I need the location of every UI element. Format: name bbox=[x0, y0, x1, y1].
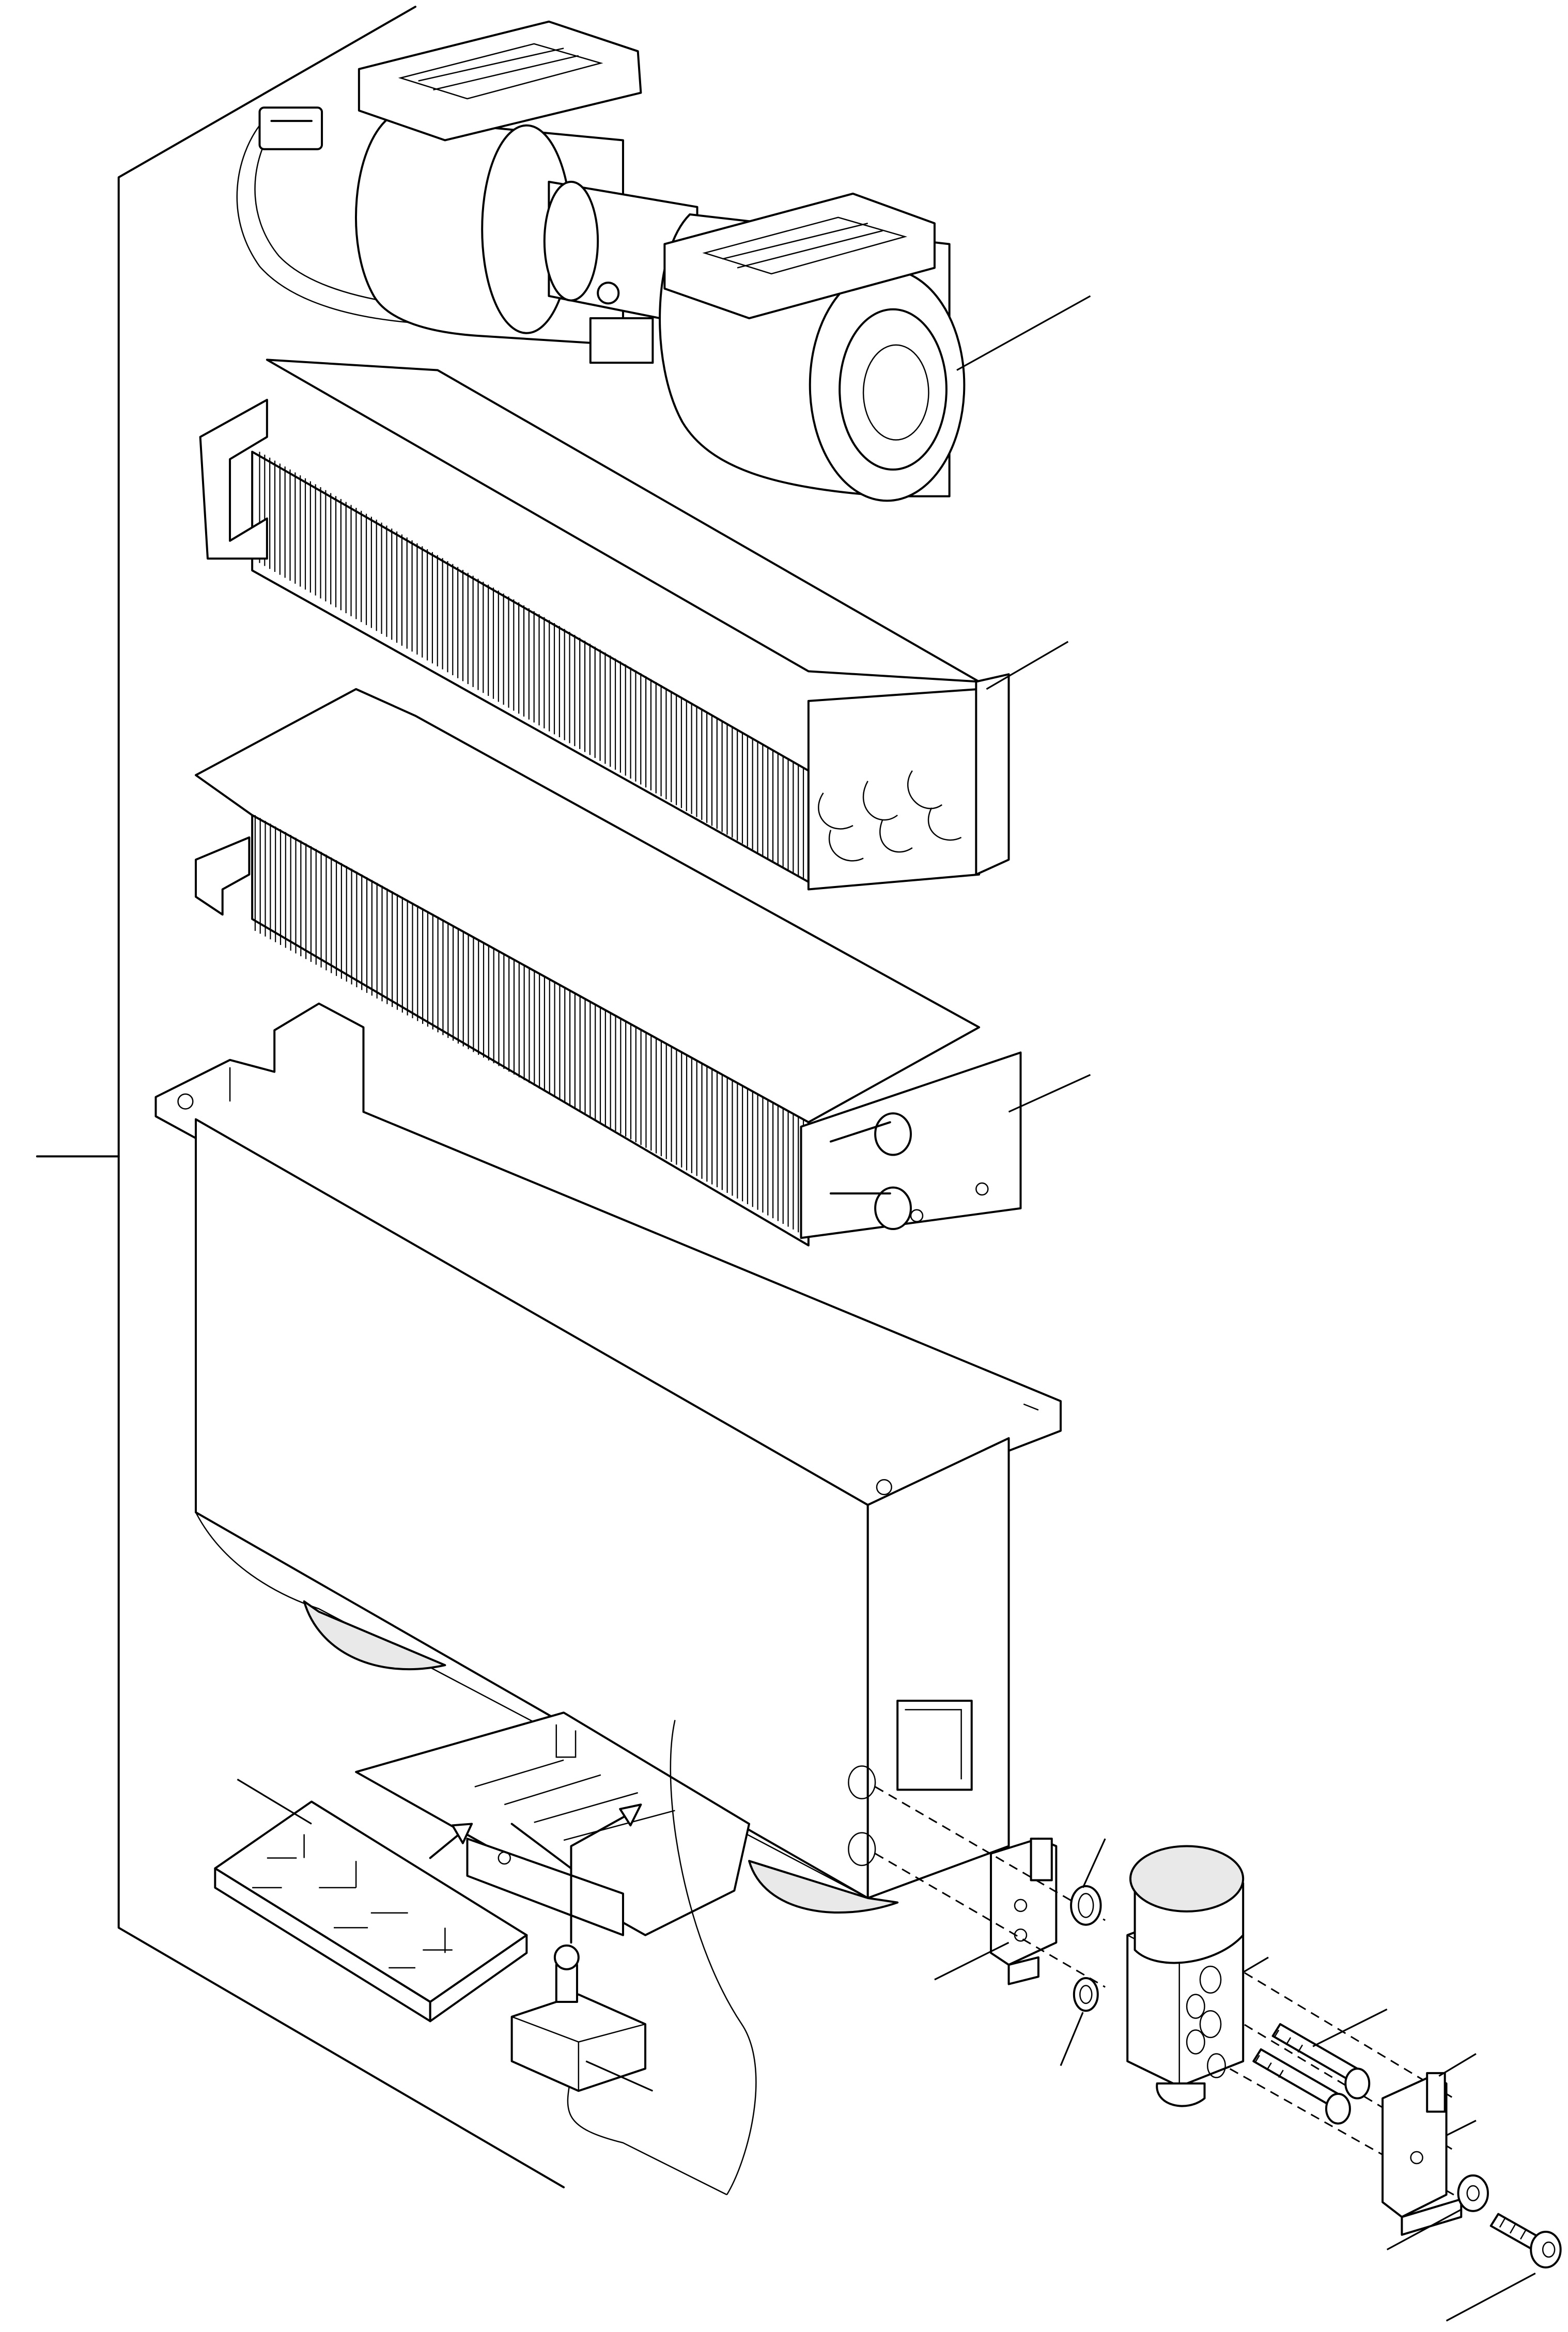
leader-evaporator bbox=[1009, 1075, 1091, 1112]
leader-retaining-bracket-top bbox=[1439, 2054, 1476, 2076]
leader-expansion-valve bbox=[1243, 1957, 1268, 1972]
housing bbox=[156, 1004, 1061, 1913]
leader-blower bbox=[957, 296, 1090, 370]
leader-hex-screw bbox=[1447, 2273, 1535, 2321]
assembly-bracket bbox=[37, 7, 564, 2187]
washer bbox=[1458, 2175, 1488, 2211]
drain-tray bbox=[356, 1713, 749, 1935]
cap-screws bbox=[1253, 2024, 1369, 2123]
leader-insulation bbox=[237, 1779, 312, 1824]
insulation-pad bbox=[215, 1801, 526, 2021]
o-rings bbox=[1071, 1886, 1100, 2011]
blower-motor bbox=[237, 22, 965, 501]
thermostat-switch bbox=[512, 1720, 756, 2195]
leader-retaining-bracket-mid bbox=[1447, 2121, 1476, 2136]
hex-screw bbox=[1491, 2214, 1561, 2267]
mounting-plate bbox=[991, 1839, 1056, 1984]
evaporator-core bbox=[196, 689, 1020, 1246]
expansion-valve bbox=[1127, 1846, 1243, 2106]
retaining-bracket bbox=[1383, 2073, 1461, 2235]
leader-cap-screws bbox=[1313, 2009, 1387, 2046]
leader-heater-core bbox=[986, 642, 1068, 689]
coil-tube-ends bbox=[818, 771, 961, 861]
leader-thermostat bbox=[586, 2061, 653, 2091]
leader-o-ring-lower bbox=[1061, 2012, 1083, 2065]
heater-core bbox=[200, 360, 1009, 889]
leader-o-ring-upper bbox=[1083, 1839, 1105, 1888]
leader-mounting-plate bbox=[935, 1942, 1009, 1980]
leader-washer bbox=[1387, 2210, 1462, 2250]
